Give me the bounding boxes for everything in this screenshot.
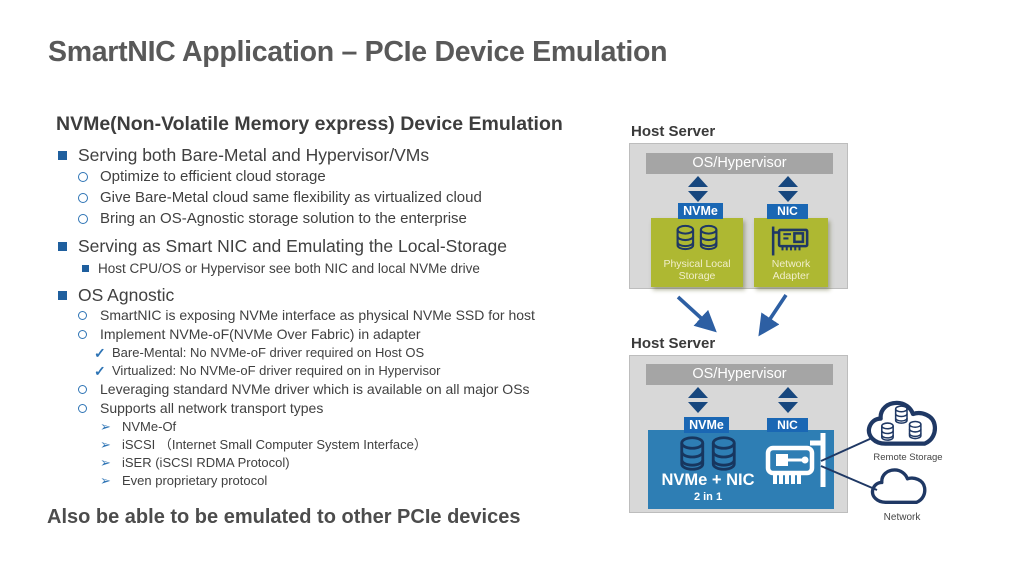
list-item-text: Bring an OS-Agnostic storage solution to… (100, 210, 467, 227)
arrow-bullet-icon: ➢ (100, 473, 111, 488)
footer-heading: Also be able to be emulated to other PCI… (47, 506, 521, 528)
list-item-text: Bare-Mental: No NVMe-oF driver required … (112, 345, 425, 360)
list-item: ✓ Virtualized: No NVMe-oF driver required… (56, 362, 631, 380)
list-item-text: Host CPU/OS or Hypervisor see both NIC a… (98, 261, 480, 276)
nic-chip: NIC (767, 418, 808, 432)
list-item-text: Supports all network transport types (100, 400, 324, 416)
double-arrow-icon (778, 387, 798, 413)
os-hypervisor-bar: OS/Hypervisor (646, 153, 833, 174)
bullet-circle-icon (78, 172, 88, 182)
list-item: SmartNIC is exposing NVMe interface as p… (56, 306, 631, 325)
nvme-nic-combo-box: NVMe + NIC 2 in 1 (648, 430, 834, 509)
network-card-icon (771, 225, 809, 257)
list-item: ➢ iSCSI （Internet Small Computer System I… (56, 436, 631, 454)
list-item: Serving as Smart NIC and Emulating the L… (56, 235, 631, 257)
bullet-circle-icon (78, 311, 87, 320)
list-item: Optimize to efficient cloud storage (56, 166, 631, 187)
arrow-bullet-icon: ➢ (100, 455, 111, 470)
double-arrow-icon (688, 387, 708, 413)
arrow-bullet-icon: ➢ (100, 419, 111, 434)
list-item-text: Optimize to efficient cloud storage (100, 168, 326, 185)
remote-storage-label: Remote Storage (873, 452, 943, 463)
network-cloud-icon (870, 468, 927, 504)
smartnic-card-icon (765, 433, 826, 487)
storage-caption: Physical Local Storage (663, 258, 731, 282)
list-item: Implement NVMe-oF(NVMe Over Fabric) in a… (56, 325, 631, 344)
list-item: Serving both Bare-Metal and Hypervisor/V… (56, 144, 631, 166)
nic-chip: NIC (767, 204, 808, 219)
remote-storage-cloud-icon (864, 399, 942, 456)
host-server-box: OS/Hypervisor NVMe NIC Physical Local St… (629, 143, 848, 289)
database-icon (675, 224, 719, 251)
nvme-chip: NVMe (678, 203, 723, 219)
list-item-text: SmartNIC is exposing NVMe interface as p… (100, 307, 535, 323)
double-arrow-icon (778, 176, 798, 202)
bullet-square-icon (58, 151, 67, 160)
os-hypervisor-bar: OS/Hypervisor (646, 364, 833, 385)
bullet-circle-icon (78, 404, 87, 413)
bullet-circle-icon (78, 385, 87, 394)
bullet-square-icon (58, 242, 67, 251)
bullet-circle-icon (78, 330, 87, 339)
bullet-circle-icon (78, 193, 88, 203)
list-item: OS Agnostic (56, 284, 631, 306)
adapter-caption: Network Adapter (771, 258, 811, 282)
list-item-text: iSCSI （Internet Small Computer System In… (122, 437, 427, 452)
list-item: ➢ iSER (iSCSI RDMA Protocol) (56, 454, 631, 472)
nvme-chip: NVMe (684, 417, 729, 433)
page-title: SmartNIC Application – PCIe Device Emula… (48, 36, 668, 68)
list-item: ➢ Even proprietary protocol (56, 472, 631, 490)
list-item-text: Virtualized: No NVMe-oF driver required … (112, 363, 441, 378)
diagram-host-server-bottom: Host Server OS/Hypervisor NVMe NIC NVMe … (629, 334, 850, 513)
arrow-bullet-icon: ➢ (100, 437, 111, 452)
list-item: ➢ NVMe-Of (56, 418, 631, 436)
check-icon: ✓ (94, 345, 106, 361)
bullet-circle-icon (78, 214, 88, 224)
list-item-text: Serving both Bare-Metal and Hypervisor/V… (78, 145, 430, 165)
list-item: Bring an OS-Agnostic storage solution to… (56, 208, 631, 229)
list-item: Give Bare-Metal cloud same flexibility a… (56, 187, 631, 208)
double-arrow-icon (688, 176, 708, 202)
list-item-text: NVMe-Of (122, 419, 177, 434)
check-icon: ✓ (94, 363, 106, 379)
network-adapter-box: Network Adapter (754, 218, 828, 287)
host-server-label: Host Server (631, 123, 716, 140)
list-item-text: Leveraging standard NVMe driver which is… (100, 381, 530, 397)
section-heading: NVMe(Non-Volatile Memory express) Device… (56, 113, 563, 135)
list-item: Leveraging standard NVMe driver which is… (56, 380, 631, 399)
list-item: Supports all network transport types (56, 399, 631, 418)
list-item: ✓ Bare-Mental: No NVMe-oF driver required… (56, 344, 631, 362)
host-server-box: OS/Hypervisor NVMe NIC NVMe + NIC 2 in 1 (629, 355, 848, 513)
list-item-text: OS Agnostic (78, 285, 175, 305)
list-item-text: Implement NVMe-oF(NVMe Over Fabric) in a… (100, 326, 421, 342)
combo-subtitle: 2 in 1 (693, 491, 723, 503)
physical-local-storage-box: Physical Local Storage (651, 218, 743, 287)
list-item: Host CPU/OS or Hypervisor see both NIC a… (56, 257, 631, 280)
host-server-label: Host Server (631, 335, 716, 352)
bullet-square-icon (58, 291, 67, 300)
diagram-host-server-top: Host Server OS/Hypervisor NVMe NIC Physi… (629, 122, 850, 289)
content-column: NVMe(Non-Volatile Memory express) Device… (56, 112, 631, 490)
database-icon (678, 436, 738, 471)
list-item-text: Even proprietary protocol (122, 473, 268, 488)
list-item-text: Give Bare-Metal cloud same flexibility a… (100, 189, 482, 206)
bullet-list: Serving both Bare-Metal and Hypervisor/V… (56, 144, 631, 490)
list-item-text: Serving as Smart NIC and Emulating the L… (78, 236, 507, 256)
combo-title: NVMe + NIC (661, 471, 755, 489)
network-label: Network (883, 512, 921, 523)
bullet-square-icon (82, 265, 89, 272)
list-item-text: iSER (iSCSI RDMA Protocol) (122, 455, 290, 470)
